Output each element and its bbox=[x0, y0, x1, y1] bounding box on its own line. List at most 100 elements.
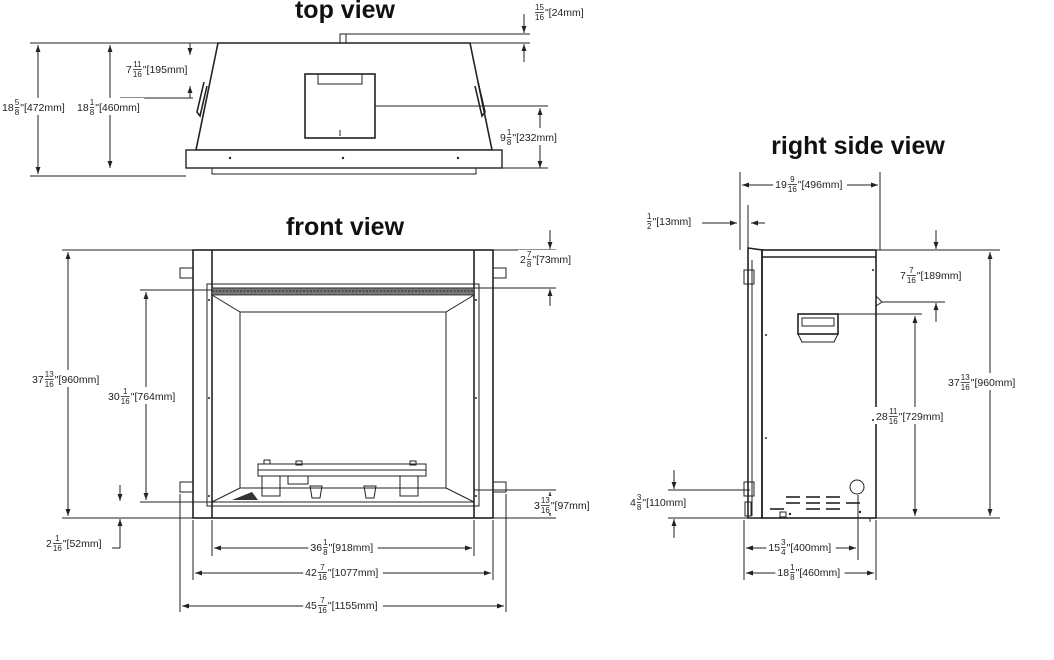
dim-numerator: 1 bbox=[647, 212, 652, 221]
dim-metric: "[24mm] bbox=[545, 7, 584, 19]
dim-whole: 15 bbox=[768, 542, 780, 554]
dim-numerator: 11 bbox=[133, 60, 142, 69]
dim-numerator: 11 bbox=[889, 407, 898, 416]
side-view-drawing bbox=[743, 247, 883, 522]
dim-metric: "[13mm] bbox=[652, 216, 691, 228]
dim-numerator: 9 bbox=[790, 175, 795, 184]
dim-numerator: 3 bbox=[781, 538, 786, 547]
dim-denominator: 8 bbox=[323, 548, 328, 557]
dim-numerator: 1 bbox=[790, 563, 795, 572]
dim-denominator: 8 bbox=[90, 108, 95, 117]
dim-denominator: 2 bbox=[647, 222, 652, 231]
dim-numerator: 7 bbox=[320, 596, 325, 605]
dim-denominator: 16 bbox=[889, 417, 898, 426]
dim-denominator: 8 bbox=[507, 138, 512, 147]
dim-numerator: 7 bbox=[909, 266, 914, 275]
dim-whole: 42 bbox=[305, 567, 317, 579]
dim-denominator: 16 bbox=[961, 383, 970, 392]
dim-metric: "[110mm] bbox=[642, 497, 686, 509]
dim-denominator: 16 bbox=[788, 185, 797, 194]
dim-numerator: 5 bbox=[15, 98, 20, 107]
dim-denominator: 16 bbox=[318, 606, 327, 615]
dim-numerator: 13 bbox=[541, 496, 550, 505]
dim-numerator: 13 bbox=[45, 370, 54, 379]
dim-denominator: 8 bbox=[15, 108, 20, 117]
front-view-title: front view bbox=[286, 213, 405, 241]
dim-whole: 2 bbox=[46, 538, 52, 550]
dim-metric: "[496mm] bbox=[798, 179, 843, 191]
dim-numerator: 7 bbox=[320, 563, 325, 572]
dim-denominator: 16 bbox=[535, 13, 544, 22]
dim-metric: "[960mm] bbox=[971, 377, 1016, 389]
dim-metric: "[52mm] bbox=[63, 538, 102, 550]
dim-metric: "[764mm] bbox=[131, 391, 176, 403]
dim-denominator: 8 bbox=[637, 503, 642, 512]
dim-metric: "[729mm] bbox=[899, 411, 944, 423]
dim-metric: "[918mm] bbox=[329, 542, 374, 554]
dim-whole: 37 bbox=[32, 374, 44, 386]
dim-whole: 18 bbox=[777, 567, 789, 579]
dim-metric: "[232mm] bbox=[512, 132, 557, 144]
dim-denominator: 16 bbox=[541, 506, 550, 515]
dim-denominator: 16 bbox=[133, 70, 142, 79]
dim-metric: "[400mm] bbox=[787, 542, 832, 554]
dim-whole: 37 bbox=[948, 377, 960, 389]
dim-denominator: 16 bbox=[907, 276, 916, 285]
dim-metric: "[1077mm] bbox=[328, 567, 378, 579]
dim-metric: "[97mm] bbox=[551, 500, 590, 512]
dim-denominator: 16 bbox=[45, 380, 54, 389]
dim-metric: "[472mm] bbox=[20, 102, 65, 114]
dim-whole: 19 bbox=[775, 179, 787, 191]
dim-metric: "[189mm] bbox=[917, 270, 962, 282]
dim-whole: 30 bbox=[108, 391, 120, 403]
dim-metric: "[1155mm] bbox=[328, 600, 378, 612]
dim-whole: 7 bbox=[900, 270, 906, 282]
dim-numerator: 13 bbox=[961, 373, 970, 382]
dim-whole: 3 bbox=[534, 500, 540, 512]
dim-whole: 28 bbox=[876, 411, 888, 423]
dim-numerator: 3 bbox=[637, 493, 642, 502]
dim-numerator: 1 bbox=[90, 98, 95, 107]
dim-label-side-13: 12"[13mm] bbox=[647, 212, 691, 231]
dim-numerator: 1 bbox=[55, 534, 60, 543]
dim-denominator: 16 bbox=[121, 397, 130, 406]
dim-whole: 7 bbox=[126, 64, 132, 76]
dim-whole: 4 bbox=[630, 497, 636, 509]
front-view-drawing bbox=[179, 249, 507, 519]
dim-whole: 45 bbox=[305, 600, 317, 612]
top-view-title: top view bbox=[295, 0, 396, 24]
dim-metric: "[960mm] bbox=[55, 374, 100, 386]
dim-whole: 9 bbox=[500, 132, 506, 144]
dim-denominator: 16 bbox=[318, 573, 327, 582]
dim-denominator: 16 bbox=[53, 544, 62, 553]
dim-metric: "[460mm] bbox=[796, 567, 841, 579]
dim-whole: 18 bbox=[2, 102, 14, 114]
dim-metric: "[195mm] bbox=[143, 64, 188, 76]
dim-whole: 2 bbox=[520, 254, 526, 266]
dim-numerator: 1 bbox=[123, 387, 128, 396]
top-view-dimensions bbox=[30, 14, 548, 177]
dim-numerator: 1 bbox=[323, 538, 328, 547]
top-view-drawing bbox=[185, 33, 503, 175]
dim-whole: 18 bbox=[77, 102, 89, 114]
dim-numerator: 1 bbox=[507, 128, 512, 137]
dim-whole: 36 bbox=[310, 542, 322, 554]
